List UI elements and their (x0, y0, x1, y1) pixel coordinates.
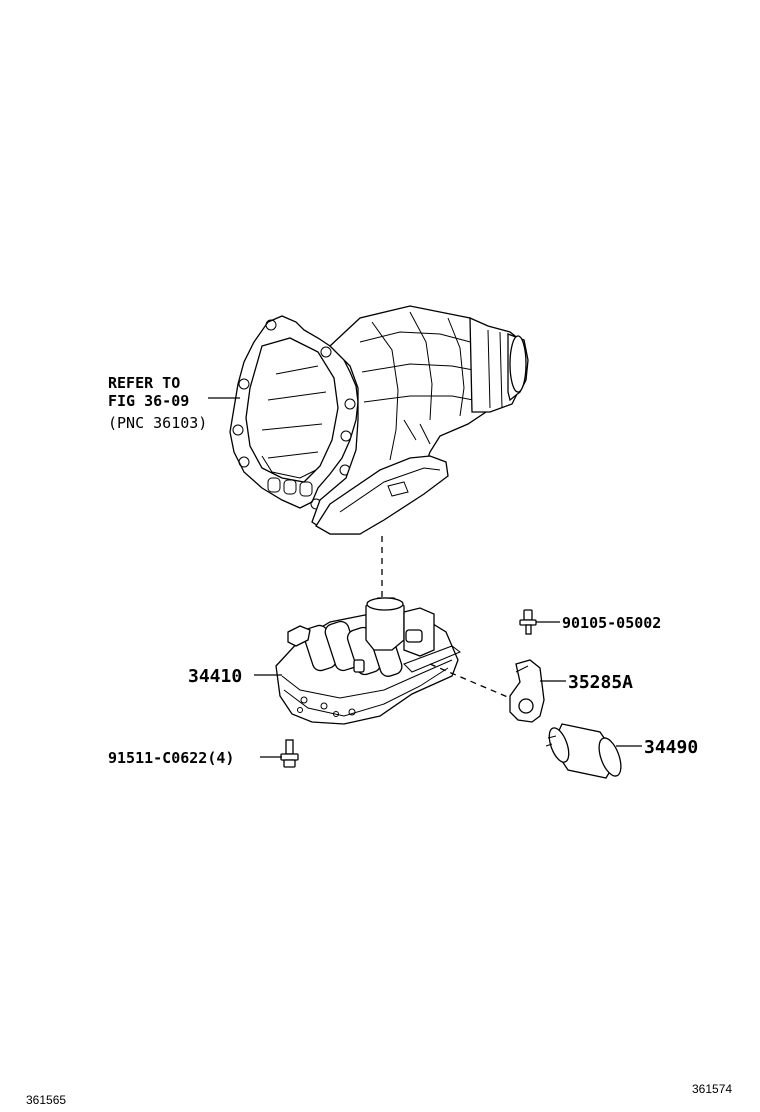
part-label-34490[interactable]: 34490 (644, 737, 698, 758)
footer-right-id: 361574 (692, 1082, 732, 1096)
assembly-dashed-line-sensor (429, 663, 511, 699)
transmission-case-drawing (229, 305, 529, 535)
part-label-90105[interactable]: 90105-05002 (562, 614, 661, 632)
part-label-34410[interactable]: 34410 (188, 666, 242, 687)
part-label-35285a[interactable]: 35285A (568, 672, 633, 693)
part-label-91511[interactable]: 91511-C0622(4) (108, 749, 234, 767)
footer-left-id: 361565 (26, 1093, 66, 1107)
refer-line-1: REFER TO (108, 374, 180, 392)
clamp-35285a-icon (509, 659, 545, 723)
refer-line-3: (PNC 36103) (108, 414, 207, 432)
refer-line-2: FIG 36-09 (108, 392, 189, 410)
solenoid-34490-icon (545, 723, 622, 779)
bolt-90105-icon (519, 609, 537, 635)
valve-body-drawing (275, 597, 461, 725)
bolt-91511-icon (280, 739, 299, 768)
